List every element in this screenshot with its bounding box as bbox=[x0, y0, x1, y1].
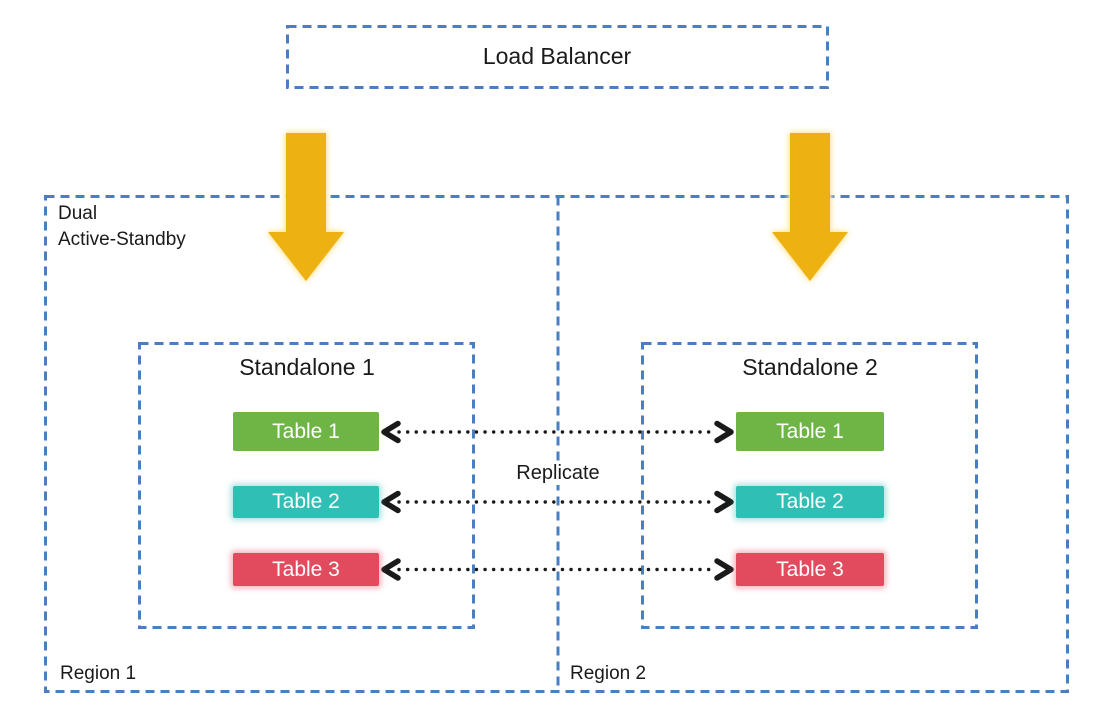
arrowhead-left-icon bbox=[381, 558, 401, 581]
down-arrow-icon-left bbox=[268, 133, 344, 281]
load-balancer-label: Load Balancer bbox=[482, 43, 632, 69]
standalone-2-title: Standalone 2 bbox=[742, 353, 878, 380]
region-2-label: Region 2 bbox=[570, 663, 647, 684]
arrowhead-left-icon bbox=[381, 490, 401, 514]
arrowhead-right-icon bbox=[714, 558, 734, 581]
arrowhead-right-icon bbox=[714, 490, 734, 514]
region-1-label: Region 1 bbox=[60, 663, 137, 684]
table-chip: Table 3 bbox=[736, 553, 884, 586]
arrowhead-right-icon bbox=[714, 420, 734, 444]
standalone-1-title: Standalone 1 bbox=[239, 353, 375, 380]
table-chip: Table 3 bbox=[233, 553, 379, 586]
table-chip: Table 2 bbox=[233, 486, 379, 518]
table-chip: Table 1 bbox=[736, 412, 884, 451]
dual-active-standby-label: Dual Active-Standby bbox=[58, 203, 186, 250]
replicate-label: Replicate bbox=[511, 462, 605, 485]
replicate-arrow-table2 bbox=[381, 490, 734, 514]
replicate-arrow-table1 bbox=[381, 420, 734, 444]
load-balancer-box bbox=[286, 25, 829, 89]
table-chip: Table 2 bbox=[736, 486, 884, 518]
standalone-1-box bbox=[138, 342, 475, 629]
arrowhead-left-icon bbox=[381, 420, 401, 444]
table-chip: Table 1 bbox=[233, 412, 379, 451]
replicate-arrow-table3 bbox=[381, 558, 734, 581]
standalone-2-box bbox=[641, 342, 978, 629]
down-arrow-icon-right bbox=[772, 133, 848, 281]
